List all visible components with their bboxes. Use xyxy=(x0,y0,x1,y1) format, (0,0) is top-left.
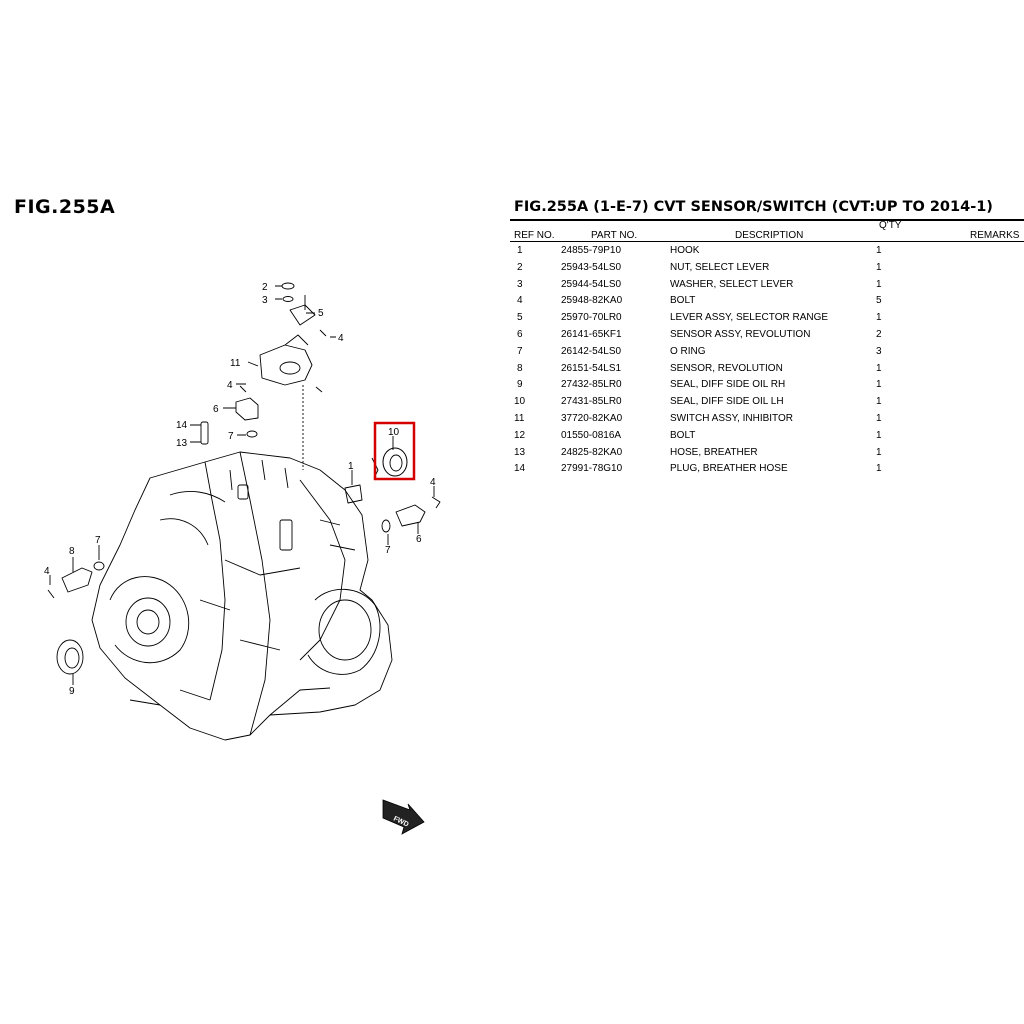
transmission-housing xyxy=(91,451,393,741)
hook-bracket xyxy=(344,484,363,504)
callout-1: 1 xyxy=(348,461,354,472)
forward-arrow-icon: FWD xyxy=(382,799,425,835)
callout-9: 9 xyxy=(69,686,75,697)
revolution-sensor-right xyxy=(395,504,426,527)
diff-seal-lh xyxy=(382,447,408,477)
revolution-sensor-left xyxy=(61,567,93,593)
inhibitor-switch xyxy=(259,344,313,386)
callout-6: 6 xyxy=(213,404,219,415)
callout-4: 4 xyxy=(338,333,344,344)
header-qty: Q'TY xyxy=(879,220,902,231)
parts-list-title: FIG.255A (1-E-7) CVT SENSOR/SWITCH (CVT:… xyxy=(514,199,993,215)
callout-10: 10 xyxy=(388,427,400,438)
callout-3: 3 xyxy=(262,295,268,306)
revolution-sensor-top xyxy=(235,397,259,421)
callout-2: 2 xyxy=(262,282,268,293)
callout-7: 7 xyxy=(385,545,391,556)
callout-4: 4 xyxy=(430,477,436,488)
figure-label: FIG.255A xyxy=(14,196,116,218)
callout-7: 7 xyxy=(95,535,101,546)
callout-6: 6 xyxy=(416,534,422,545)
highlight-box xyxy=(373,421,416,481)
callout-5: 5 xyxy=(318,308,324,319)
callout-11: 11 xyxy=(230,358,241,369)
callout-8: 8 xyxy=(69,546,75,557)
header-description: DESCRIPTION xyxy=(735,230,804,241)
callout-7: 7 xyxy=(228,431,234,442)
callout-14: 14 xyxy=(176,420,188,431)
callout-4: 4 xyxy=(44,566,50,577)
header-divider xyxy=(510,241,1024,242)
callout-4: 4 xyxy=(227,380,233,391)
callout-13: 13 xyxy=(176,438,188,449)
title-divider xyxy=(510,219,1024,221)
diff-seal-rh xyxy=(56,639,84,675)
header-part-no: PART NO. xyxy=(591,230,638,241)
header-remarks: REMARKS xyxy=(970,230,1020,241)
header-ref-no: REF NO. xyxy=(514,230,555,241)
